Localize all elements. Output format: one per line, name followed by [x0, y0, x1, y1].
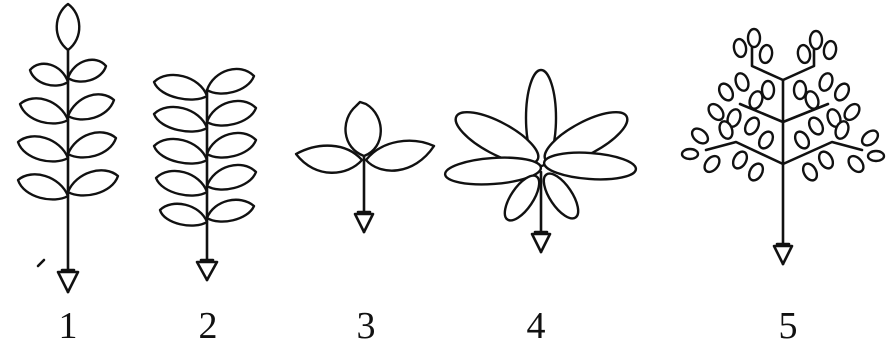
leaf-2-even-pinnate [154, 69, 256, 280]
label-4: 4 [516, 306, 556, 346]
leaf-3-trifoliate [296, 102, 434, 232]
leaf-4-palmate [444, 70, 637, 252]
label-1: 1 [48, 306, 88, 346]
label-2: 2 [188, 306, 228, 346]
label-3: 3 [346, 306, 386, 346]
leaf-1-odd-pinnate [18, 4, 118, 292]
leaf-5-bipinnate [682, 29, 884, 264]
label-5: 5 [768, 306, 808, 346]
